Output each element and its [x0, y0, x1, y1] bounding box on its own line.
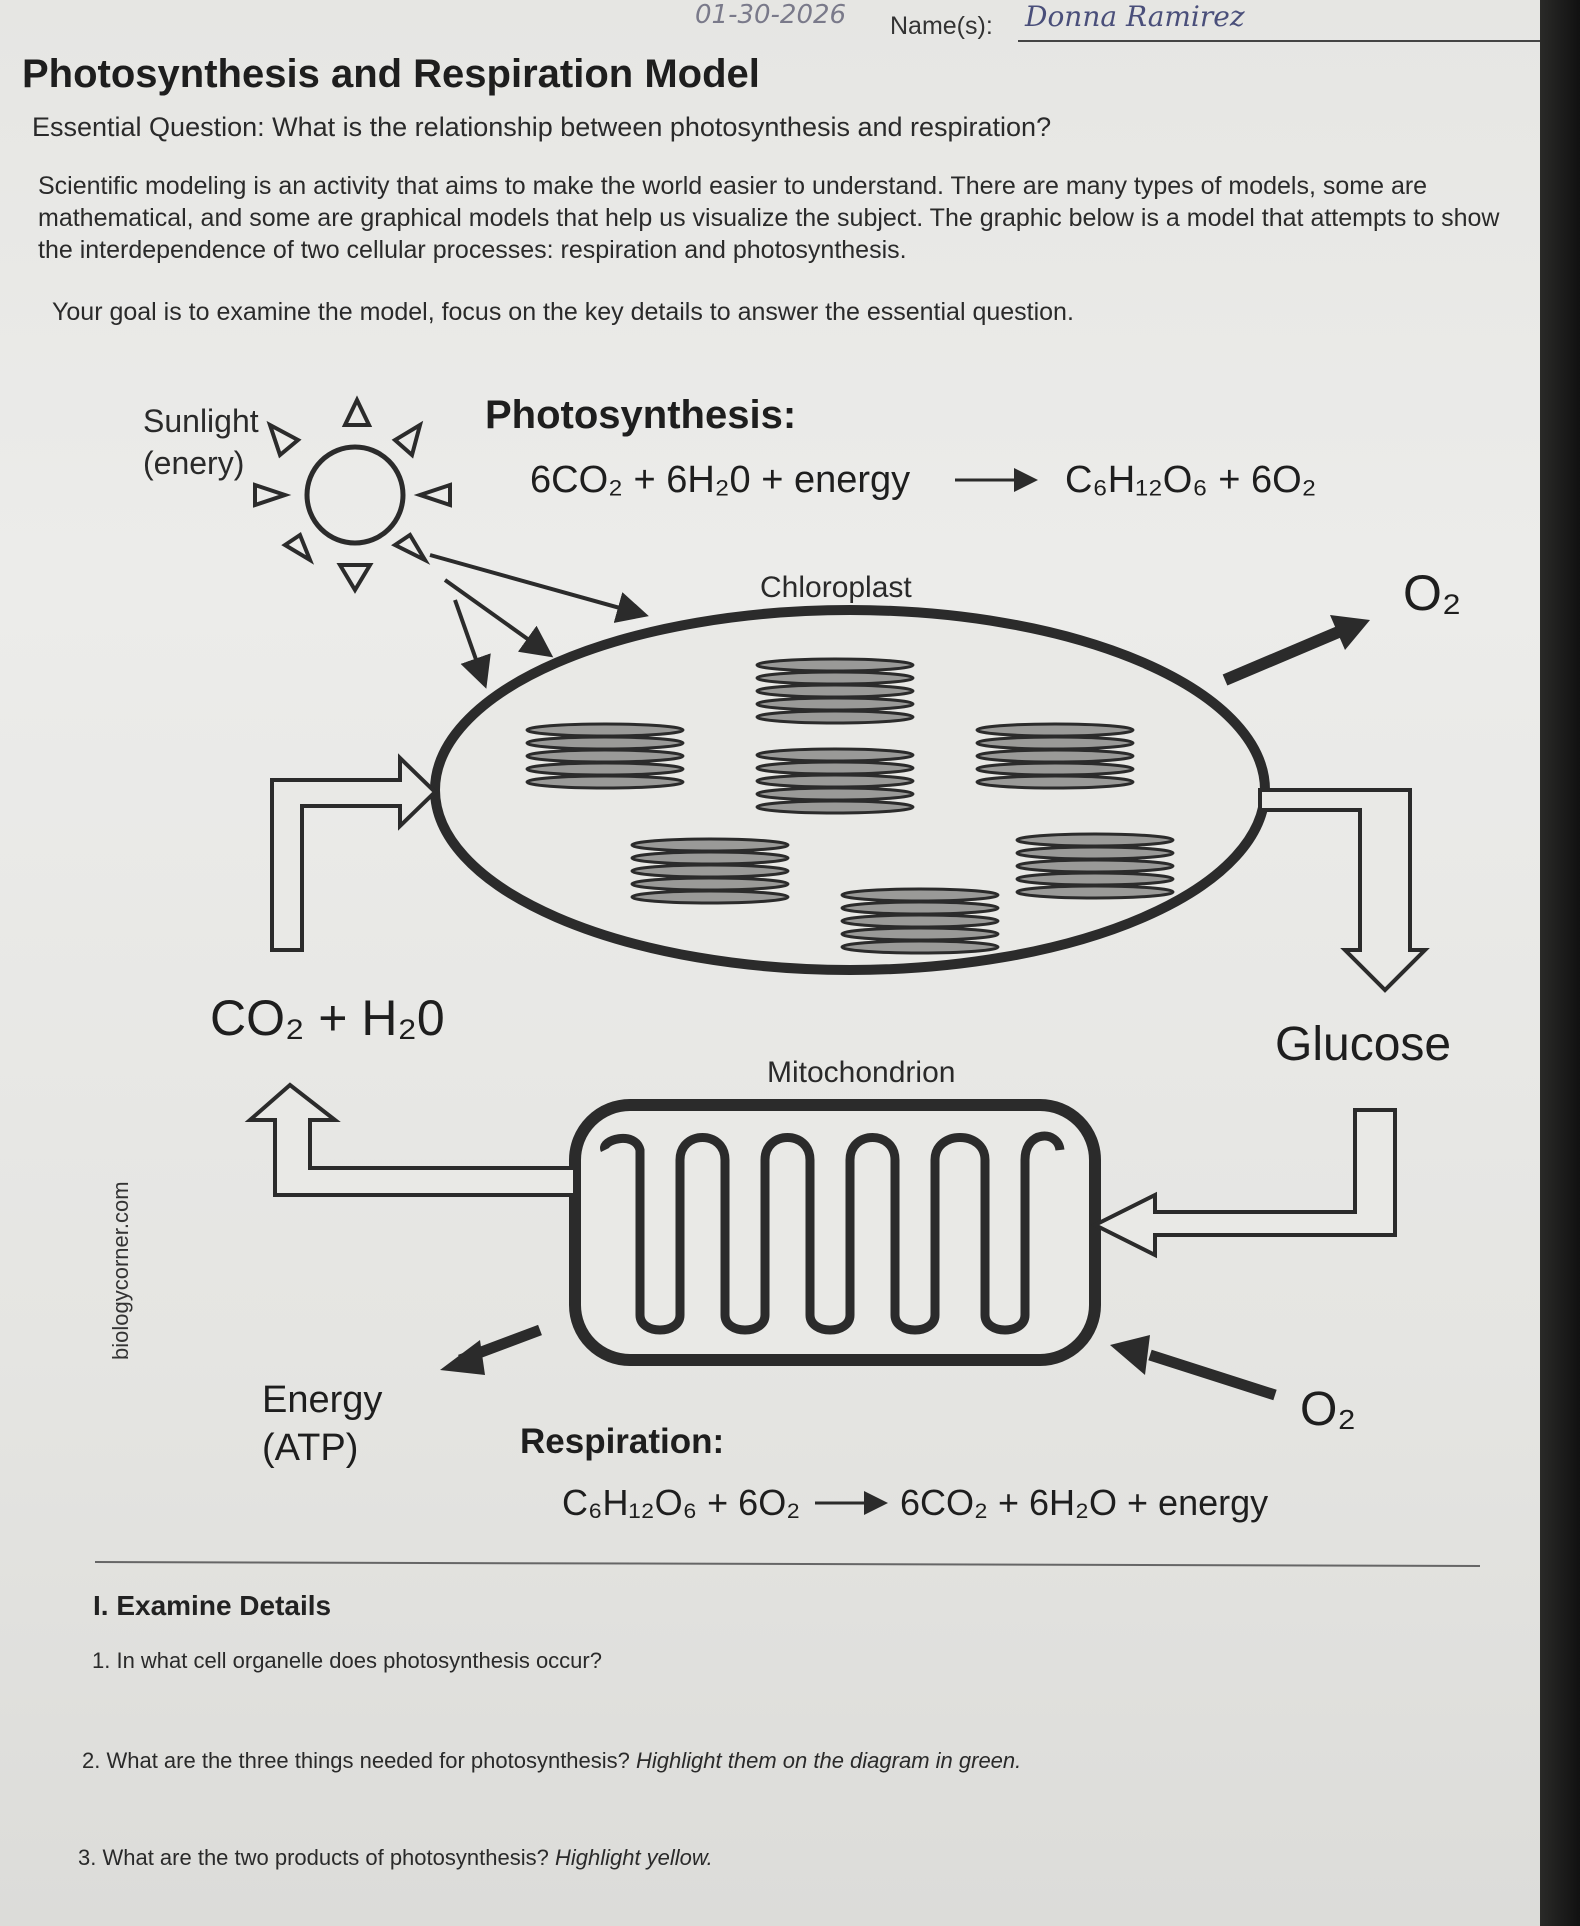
granum-disc: [755, 657, 915, 673]
name-value: Donna Ramirez: [1025, 0, 1245, 33]
granum-disc: [1015, 871, 1175, 887]
granum-disc: [525, 761, 685, 777]
intro-paragraph: Scientific modeling is an activity that …: [38, 172, 1500, 264]
question-2-instruction: Highlight them on the diagram in green.: [636, 1748, 1022, 1773]
granum-disc: [975, 774, 1135, 790]
sunlight-label: Sunlight: [143, 403, 259, 439]
question-1-text: 1. In what cell organelle does photosynt…: [92, 1648, 602, 1673]
mitochondrion-label: Mitochondrion: [767, 1056, 955, 1089]
handwritten-date: 01-30-2026: [695, 0, 847, 30]
page-title: Photosynthesis and Respiration Model: [22, 52, 760, 96]
granum-disc: [525, 722, 685, 738]
worksheet-page: 01-30-2026 Name(s): Donna Ramirez Photos…: [0, 0, 1540, 1926]
granum-disc: [755, 760, 915, 776]
granum-disc: [755, 799, 915, 815]
granum-disc: [1015, 832, 1175, 848]
granum-disc: [975, 748, 1135, 764]
co2-water-label: CO₂ + H₂0: [210, 990, 445, 1046]
granum-disc: [1015, 884, 1175, 900]
granum-disc: [975, 722, 1135, 738]
granum-disc: [630, 889, 790, 905]
granum-disc: [755, 773, 915, 789]
granum-disc: [840, 939, 1000, 955]
oxygen-bottom-label: O₂: [1300, 1383, 1356, 1436]
oxygen-in-arrow: [1148, 1349, 1277, 1401]
granum-disc: [525, 735, 685, 751]
photosynthesis-equation-left: 6CO₂ + 6H₂0 + energy: [530, 459, 910, 501]
granum-disc: [840, 926, 1000, 942]
chloroplast-grana: [525, 657, 1175, 955]
question-2-text: 2. What are the three things needed for …: [82, 1748, 630, 1773]
essential-question: Essential Question: What is the relation…: [32, 112, 1052, 142]
glucose-out-arrow: [1258, 788, 1430, 993]
goal-text: Your goal is to examine the model, focus…: [52, 298, 1074, 326]
photosynthesis-equation-right: C₆H₁₂O₆ + 6O₂: [1065, 459, 1316, 501]
name-label: Name(s):: [890, 12, 993, 40]
co2-water-out-arrow: [244, 1082, 577, 1197]
sun-icon: [253, 395, 452, 594]
table-edge: [1540, 0, 1580, 1926]
granum-disc: [630, 837, 790, 853]
granum-disc: [975, 735, 1135, 751]
granum-disc: [755, 670, 915, 686]
oxygen-out-arrow: [1222, 619, 1358, 686]
question-3-instruction: Highlight yellow.: [554, 1845, 713, 1870]
granum-disc: [840, 900, 1000, 916]
respiration-equation-right: 6CO₂ + 6H₂O + energy: [900, 1482, 1268, 1523]
granum-disc: [840, 887, 1000, 903]
granum-disc: [755, 709, 915, 725]
sunlight-arrows: [429, 553, 649, 689]
granum-disc: [630, 863, 790, 879]
glucose-label: Glucose: [1275, 1018, 1451, 1071]
photosynthesis-title: Photosynthesis:: [485, 393, 796, 437]
granum-disc: [755, 696, 915, 712]
energy-label: Energy: [262, 1379, 382, 1421]
granum-disc: [630, 876, 790, 892]
question-3: 3. What are the two products of photosyn…: [78, 1845, 713, 1871]
mitochondrion-cristae: [600, 1131, 1065, 1335]
question-2: 2. What are the three things needed for …: [82, 1748, 1021, 1774]
question-1: 1. In what cell organelle does photosynt…: [92, 1648, 602, 1674]
granum-disc: [525, 774, 685, 790]
chloroplast-label: Chloroplast: [760, 571, 912, 604]
granum-disc: [525, 748, 685, 764]
co2-water-into-chloroplast-arrow: [270, 753, 438, 952]
question-3-text: 3. What are the two products of photosyn…: [78, 1845, 549, 1870]
granum-disc: [1015, 858, 1175, 874]
sunlight-sub-label: (enery): [143, 445, 244, 481]
granum-disc: [755, 683, 915, 699]
name-line: [1018, 40, 1540, 42]
granum-disc: [840, 913, 1000, 929]
glucose-into-mitochondrion-arrow: [1090, 1108, 1397, 1259]
granum-disc: [1015, 845, 1175, 861]
atp-label: (ATP): [262, 1427, 358, 1469]
section-divider: [94, 1561, 1481, 1567]
photosynthesis-respiration-diagram: Sunlight (enery) Photosynthesis: 6CO₂ + …: [94, 393, 1481, 1567]
respiration-equation-left: C₆H₁₂O₆ + 6O₂: [562, 1482, 800, 1523]
granum-disc: [630, 850, 790, 866]
granum-disc: [975, 761, 1135, 777]
section-title: I. Examine Details: [93, 1590, 332, 1621]
respiration-title: Respiration:: [520, 1422, 724, 1461]
credit-text: biologycorner.com: [108, 1181, 133, 1360]
granum-disc: [755, 747, 915, 763]
mitochondrion-outline: [569, 1099, 1101, 1366]
granum-disc: [755, 786, 915, 802]
oxygen-top-label: O₂: [1403, 565, 1461, 621]
